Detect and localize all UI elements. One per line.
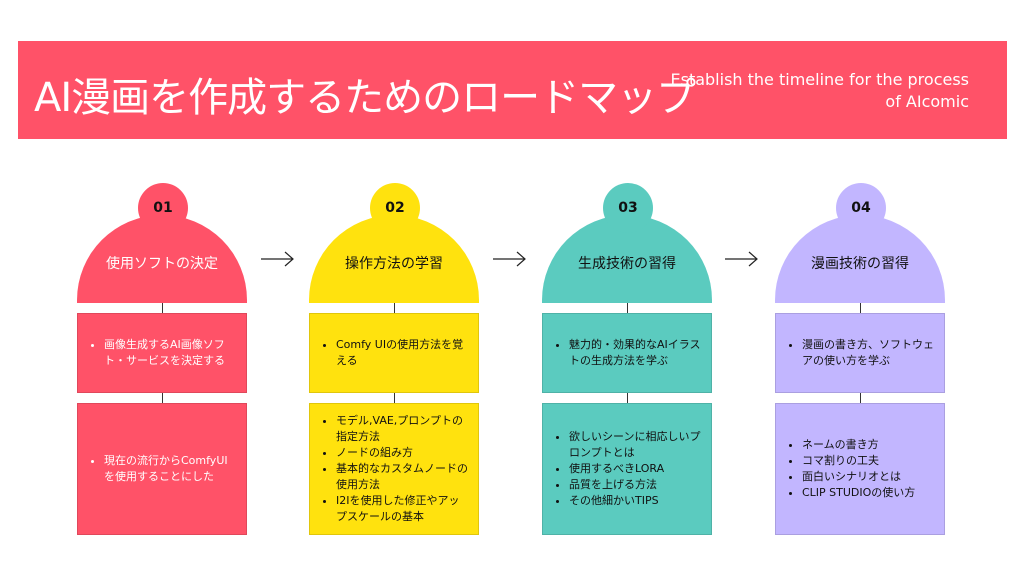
right-arrow-icon	[261, 251, 294, 267]
list-item: 品質を上げる方法	[569, 477, 701, 493]
connector-line	[162, 303, 163, 313]
connector-line	[394, 393, 395, 403]
step-column-1: 01 使用ソフトの決定 画像生成するAI画像ソフト・サービスを決定する 現在の流…	[77, 183, 247, 535]
list-item: ノードの組み方	[336, 445, 468, 461]
step-detail-box: 漫画の書き方、ソフトウェアの使い方を学ぶ	[775, 313, 945, 393]
list-item: 欲しいシーンに相応しいプロンプトとは	[569, 429, 701, 461]
list-item: 面白いシナリオとは	[802, 469, 915, 485]
list-item: CLIP STUDIOの使い方	[802, 485, 915, 501]
step-number-badge: 01	[138, 183, 188, 233]
list-item: 漫画の書き方、ソフトウェアの使い方を学ぶ	[802, 337, 934, 369]
page-title: AI漫画を作成するためのロードマップ	[34, 75, 696, 121]
step-detail-box: ネームの書き方 コマ割りの工夫 面白いシナリオとは CLIP STUDIOの使い…	[775, 403, 945, 535]
list-item: その他細かいTIPS	[569, 493, 701, 509]
list-item: Comfy UIの使用方法を覚える	[336, 337, 468, 369]
step-detail-box: 画像生成するAI画像ソフト・サービスを決定する	[77, 313, 247, 393]
right-arrow-icon	[725, 251, 758, 267]
list-item: コマ割りの工夫	[802, 453, 915, 469]
list-item: 魅力的・効果的なAIイラストの生成方法を学ぶ	[569, 337, 701, 369]
list-item: 使用するべきLORA	[569, 461, 701, 477]
step-detail-box: 欲しいシーンに相応しいプロンプトとは 使用するべきLORA 品質を上げる方法 そ…	[542, 403, 712, 535]
step-number-badge: 03	[603, 183, 653, 233]
list-item: I2Iを使用した修正やアップスケールの基本	[336, 493, 468, 525]
connector-line	[394, 303, 395, 313]
right-arrow-icon	[493, 251, 526, 267]
list-item: モデル,VAE,プロンプトの指定方法	[336, 413, 468, 445]
step-column-4: 04 漫画技術の習得 漫画の書き方、ソフトウェアの使い方を学ぶ ネームの書き方 …	[775, 183, 945, 535]
list-item: 現在の流行からComfyUIを使用することにした	[104, 453, 236, 485]
step-number-badge: 02	[370, 183, 420, 233]
connector-line	[627, 393, 628, 403]
page-subtitle: Establish the timeline for the process o…	[670, 70, 970, 111]
list-item: 画像生成するAI画像ソフト・サービスを決定する	[104, 337, 236, 369]
step-detail-box: 現在の流行からComfyUIを使用することにした	[77, 403, 247, 535]
step-column-3: 03 生成技術の習得 魅力的・効果的なAIイラストの生成方法を学ぶ 欲しいシーン…	[542, 183, 712, 535]
step-number-badge: 04	[836, 183, 886, 233]
list-item: 基本的なカスタムノードの使用方法	[336, 461, 468, 493]
step-detail-box: Comfy UIの使用方法を覚える	[309, 313, 479, 393]
list-item: ネームの書き方	[802, 437, 915, 453]
step-detail-box: 魅力的・効果的なAIイラストの生成方法を学ぶ	[542, 313, 712, 393]
header-banner: AI漫画を作成するためのロードマップ Establish the timelin…	[18, 41, 1007, 139]
connector-line	[860, 303, 861, 313]
connector-line	[162, 393, 163, 403]
step-column-2: 02 操作方法の学習 Comfy UIの使用方法を覚える モデル,VAE,プロン…	[309, 183, 479, 535]
connector-line	[860, 393, 861, 403]
connector-line	[627, 303, 628, 313]
step-detail-box: モデル,VAE,プロンプトの指定方法 ノードの組み方 基本的なカスタムノードの使…	[309, 403, 479, 535]
